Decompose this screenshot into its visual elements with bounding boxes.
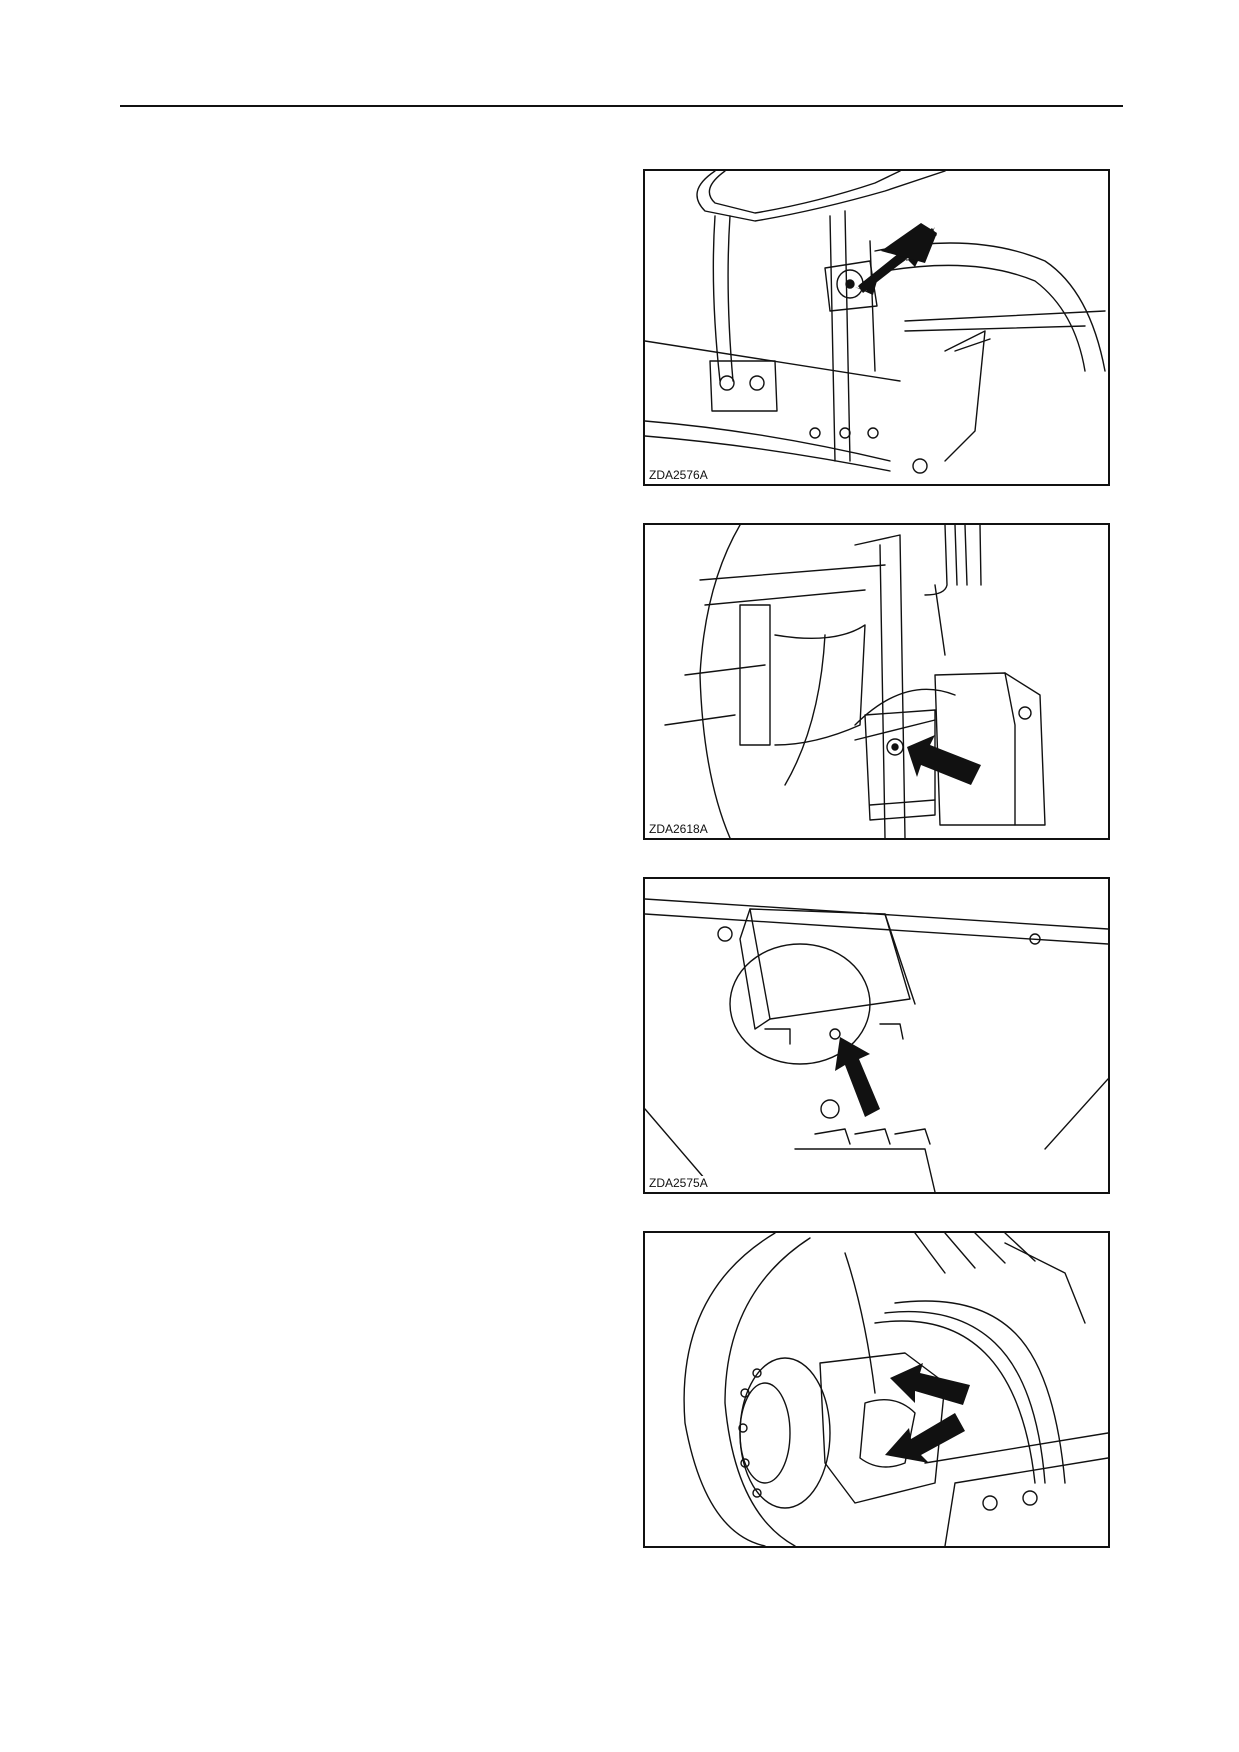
figure-illustration xyxy=(645,898,1108,1192)
figure-code: ZDA2576A xyxy=(648,468,709,482)
figure-illustration xyxy=(645,171,1106,474)
figure-zda2618a: ZDA2618A xyxy=(643,523,1110,840)
figure-zda2575a: ZDA2575A xyxy=(643,877,1110,1194)
figure-brake-caliper xyxy=(643,1231,1110,1548)
header-rule xyxy=(120,105,1123,107)
figure-zda2576a: ZDA2576A xyxy=(643,169,1110,486)
figure-code: ZDA2575A xyxy=(648,1176,709,1190)
figure-illustration xyxy=(683,1233,1108,1546)
figure-code: ZDA2618A xyxy=(648,822,709,836)
figure-illustration xyxy=(664,525,1046,838)
